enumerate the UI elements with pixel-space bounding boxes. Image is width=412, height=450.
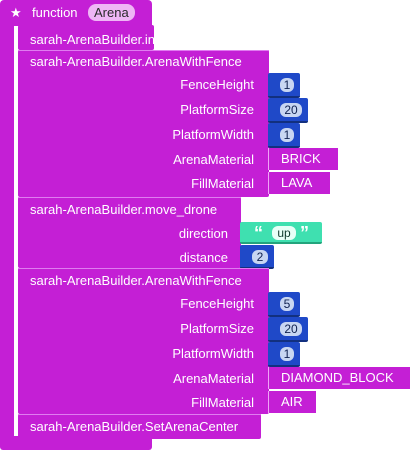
number-value[interactable]: 20 xyxy=(280,322,302,336)
call-block-init[interactable] xyxy=(18,25,154,50)
close-quote-icon: ” xyxy=(300,223,309,243)
call-label: sarah-ArenaBuilder.ArenaWithFence xyxy=(30,54,242,69)
open-quote-icon: “ xyxy=(254,223,263,243)
arg-label-platform-size: PlatformSize xyxy=(180,321,254,336)
number-block[interactable]: 1 xyxy=(268,123,300,148)
arg-label-fill-material: FillMaterial xyxy=(191,176,254,191)
material-dropdown[interactable]: AIR xyxy=(268,391,316,413)
function-name-field[interactable]: Arena xyxy=(88,4,135,21)
block-separator xyxy=(18,268,269,269)
block-separator xyxy=(18,50,269,51)
string-block[interactable]: “ up ” xyxy=(240,222,322,244)
arg-label-direction: direction xyxy=(178,226,228,241)
number-block[interactable]: 1 xyxy=(268,73,300,98)
number-value[interactable]: 1 xyxy=(280,128,294,142)
call-block-arena-with-fence[interactable] xyxy=(18,268,269,414)
call-label: sarah-ArenaBuilder.ArenaWithFence xyxy=(30,273,242,288)
number-block[interactable]: 5 xyxy=(268,292,300,317)
arg-label-arena-material: ArenaMaterial xyxy=(173,371,254,386)
material-dropdown[interactable]: DIAMOND_BLOCK xyxy=(268,367,410,389)
block-separator xyxy=(18,414,261,415)
number-block[interactable]: 1 xyxy=(268,342,300,367)
call-block-set-arena-center[interactable] xyxy=(18,414,261,439)
block-separator xyxy=(18,197,241,198)
number-value[interactable]: 2 xyxy=(252,250,268,264)
arg-label-platform-width: PlatformWidth xyxy=(172,127,254,142)
number-value[interactable]: 1 xyxy=(280,347,294,361)
star-icon: ★ xyxy=(10,5,22,20)
string-value[interactable]: up xyxy=(272,226,296,240)
number-block[interactable]: 20 xyxy=(268,98,308,123)
function-block-spine xyxy=(0,20,14,437)
arg-label-fence-height: FenceHeight xyxy=(180,296,254,311)
arg-label-fill-material: FillMaterial xyxy=(191,395,254,410)
function-keyword: function xyxy=(32,5,78,20)
arg-label-distance: distance xyxy=(179,250,228,265)
call-label: sarah-ArenaBuilder.move_drone xyxy=(30,202,218,217)
function-block-footer xyxy=(0,436,152,450)
call-block-arena-with-fence[interactable] xyxy=(18,50,269,197)
number-value[interactable]: 1 xyxy=(280,78,294,92)
number-block[interactable]: 2 xyxy=(240,245,274,269)
number-value[interactable]: 20 xyxy=(280,103,302,117)
arg-label-arena-material: ArenaMaterial xyxy=(173,152,254,167)
arg-label-platform-width: PlatformWidth xyxy=(172,346,254,361)
material-dropdown[interactable]: LAVA xyxy=(268,172,330,194)
call-block-move-drone[interactable] xyxy=(18,197,241,268)
number-block[interactable]: 20 xyxy=(268,317,308,342)
call-label: sarah-ArenaBuilder.SetArenaCenter xyxy=(30,419,239,434)
arg-label-platform-size: PlatformSize xyxy=(180,102,254,117)
number-value[interactable]: 5 xyxy=(280,297,294,311)
material-dropdown[interactable]: BRICK xyxy=(268,148,338,170)
arg-label-fence-height: FenceHeight xyxy=(180,77,254,92)
call-label: sarah-ArenaBuilder.init xyxy=(30,32,162,47)
